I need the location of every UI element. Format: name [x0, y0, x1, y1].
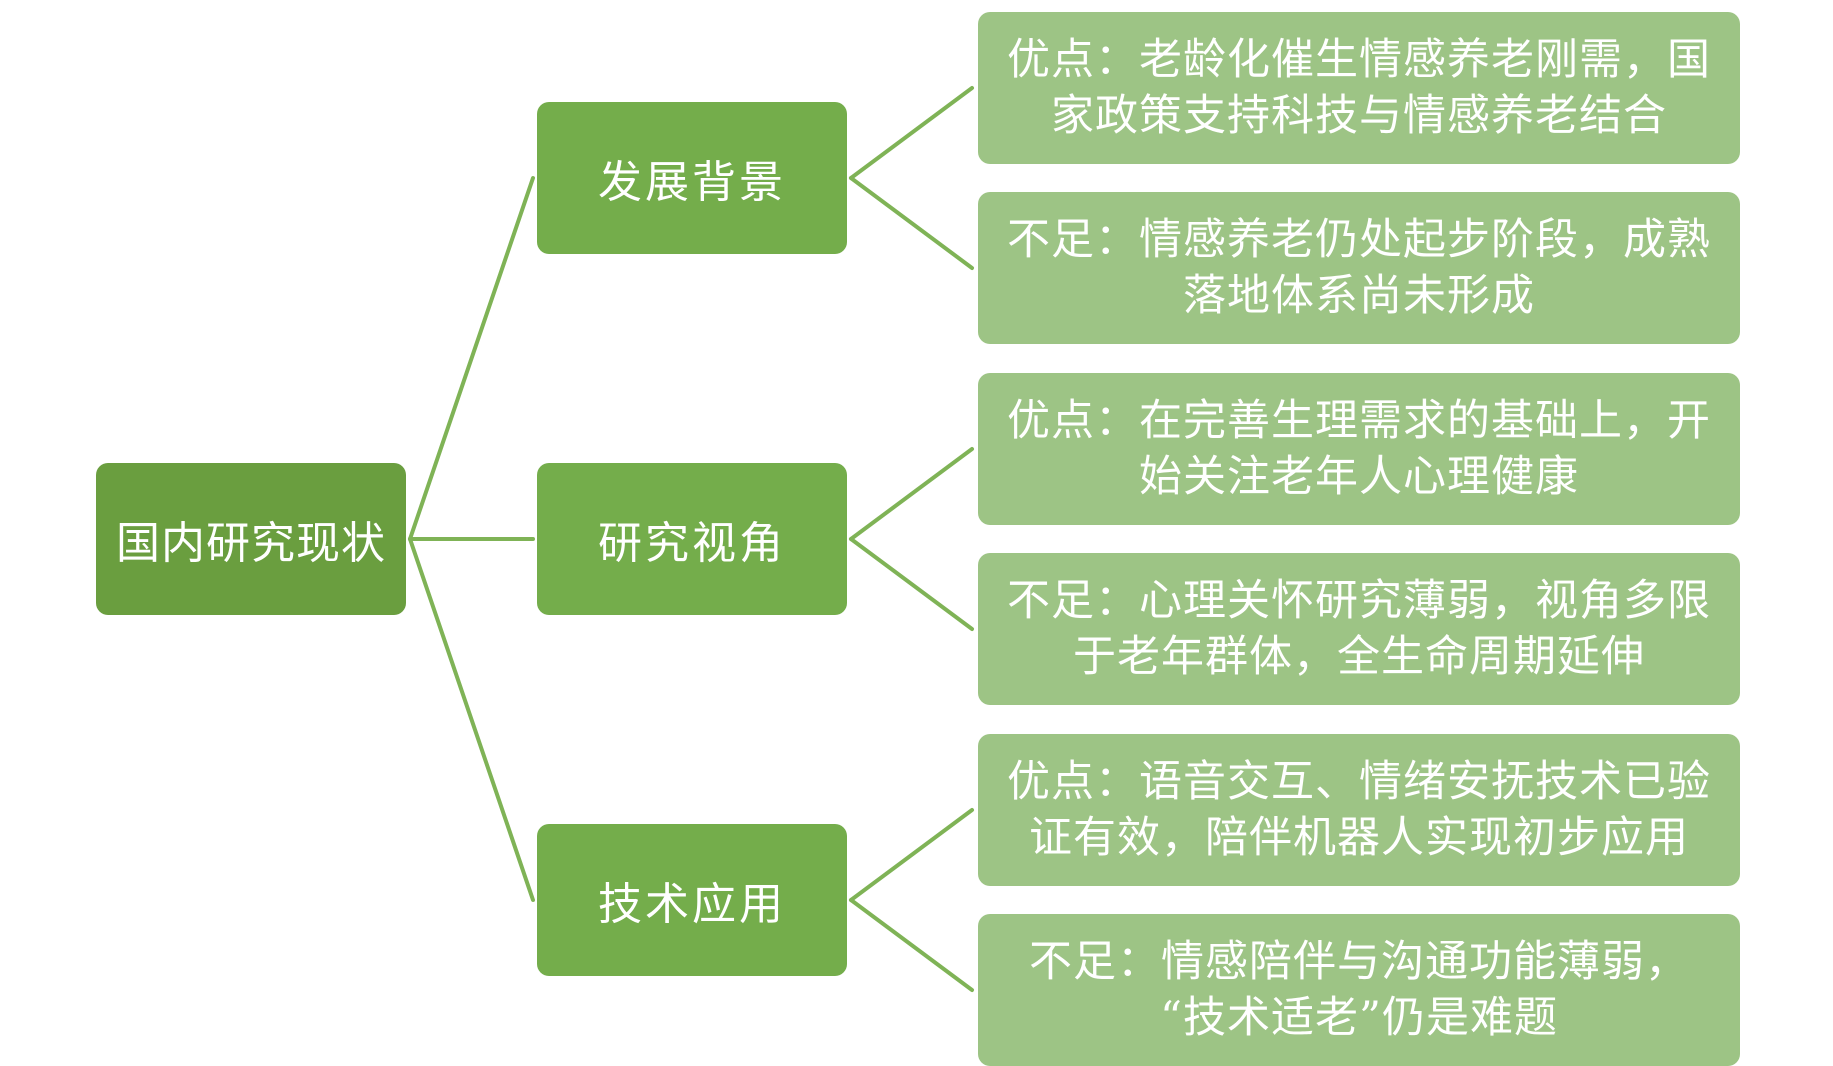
category-node-research-perspective: 研究视角	[537, 463, 847, 615]
category-node-development-background: 发展背景	[537, 102, 847, 254]
connector-root-to-category-1	[408, 176, 535, 541]
detail-line: 不足：心理关怀研究薄弱，视角多限	[1007, 576, 1711, 626]
root-node: 国内研究现状	[96, 463, 406, 615]
detail-line: 于老年群体，全生命周期延伸	[1073, 632, 1645, 682]
detail-node-technology-advantages: 优点：语音交互、情绪安抚技术已验 证有效，陪伴机器人实现初步应用	[978, 734, 1740, 886]
detail-node-perspective-advantages: 优点：在完善生理需求的基础上，开 始关注老年人心理健康	[978, 373, 1740, 525]
category-node-label: 研究视角	[598, 518, 786, 569]
detail-line: 不足：情感养老仍处起步阶段，成熟	[1007, 215, 1711, 265]
detail-line: 始关注老年人心理健康	[1139, 452, 1579, 502]
connector-category-3-to-detail-2	[849, 898, 974, 992]
connector-category-1-to-detail-1	[849, 86, 974, 180]
detail-node-background-shortcomings: 不足：情感养老仍处起步阶段，成熟 落地体系尚未形成	[978, 192, 1740, 344]
detail-line: 优点：在完善生理需求的基础上，开	[1007, 396, 1711, 446]
detail-line: 落地体系尚未形成	[1183, 271, 1535, 321]
detail-line: 优点：语音交互、情绪安抚技术已验	[1007, 757, 1711, 807]
detail-node-background-advantages: 优点：老龄化催生情感养老刚需，国 家政策支持科技与情感养老结合	[978, 12, 1740, 164]
connector-category-3-to-detail-1	[849, 808, 974, 902]
category-node-technology-application: 技术应用	[537, 824, 847, 976]
detail-node-technology-shortcomings: 不足：情感陪伴与沟通功能薄弱， “技术适老”仍是难题	[978, 914, 1740, 1066]
category-node-label: 发展背景	[598, 157, 786, 208]
connector-category-2-to-detail-1	[849, 447, 974, 541]
detail-line: “技术适老”仍是难题	[1160, 993, 1558, 1043]
category-node-label: 技术应用	[598, 879, 786, 930]
detail-node-perspective-shortcomings: 不足：心理关怀研究薄弱，视角多限 于老年群体，全生命周期延伸	[978, 553, 1740, 705]
root-node-label: 国内研究现状	[116, 518, 386, 569]
detail-line: 证有效，陪伴机器人实现初步应用	[1029, 813, 1689, 863]
detail-line: 优点：老龄化催生情感养老刚需，国	[1007, 35, 1711, 85]
detail-line: 家政策支持科技与情感养老结合	[1051, 91, 1667, 141]
detail-line: 不足：情感陪伴与沟通功能薄弱，	[1029, 937, 1689, 987]
connector-category-1-to-detail-2	[849, 176, 974, 270]
connector-root-to-category-3	[408, 537, 535, 902]
connector-category-2-to-detail-2	[849, 537, 974, 631]
